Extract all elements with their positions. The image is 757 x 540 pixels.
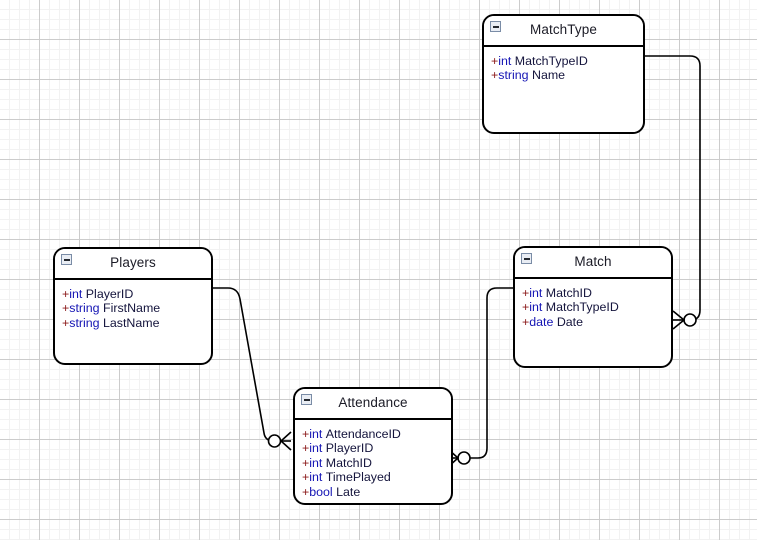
uml-class-header: MatchType — [484, 16, 643, 47]
zero-cardinality-circle — [457, 451, 471, 465]
attribute-type: bool — [309, 484, 333, 499]
uml-attribute: +int MatchTypeID — [491, 54, 643, 68]
attribute-type: int — [309, 455, 323, 470]
attribute-visibility: + — [302, 441, 310, 456]
attribute-name: MatchID — [545, 286, 592, 300]
uml-attribute: +int PlayerID — [302, 441, 451, 455]
attribute-type: string — [69, 301, 100, 316]
attribute-visibility: + — [522, 300, 530, 315]
uml-attribute-list: +int PlayerID +string FirstName +string … — [55, 280, 211, 330]
attribute-type: date — [529, 314, 554, 329]
attribute-name: MatchTypeID — [514, 54, 588, 68]
attribute-visibility: + — [302, 427, 310, 441]
attribute-name: Name — [532, 68, 566, 83]
uml-attribute: +int PlayerID — [62, 287, 211, 301]
uml-attribute-list: +int MatchID +int MatchTypeID +date Date — [515, 279, 671, 329]
attribute-name: PlayerID — [325, 441, 374, 456]
crowfoot-many — [279, 431, 292, 451]
uml-attribute-list: +int AttendanceID +int PlayerID +int Mat… — [295, 420, 451, 499]
crowfoot-many — [672, 310, 686, 330]
attribute-type: int — [309, 470, 323, 485]
uml-attribute-list: +int MatchTypeID +string Name — [484, 47, 643, 83]
attribute-type: int — [529, 300, 543, 315]
attribute-type: string — [69, 315, 100, 330]
attribute-name: TimePlayed — [325, 470, 391, 485]
attribute-type: int — [309, 441, 323, 456]
zero-cardinality-circle — [267, 434, 282, 448]
attribute-visibility: + — [302, 484, 310, 499]
attribute-name: PlayerID — [85, 287, 134, 301]
uml-attribute: +string FirstName — [62, 301, 211, 315]
attribute-name: LastName — [103, 315, 160, 330]
uml-class-players[interactable]: Players +int PlayerID +string FirstName … — [53, 247, 213, 365]
attribute-visibility: + — [522, 286, 530, 300]
uml-class-matchtype[interactable]: MatchType +int MatchTypeID +string Name — [482, 14, 645, 134]
attribute-visibility: + — [62, 301, 70, 316]
uml-attribute: +int MatchID — [302, 456, 451, 470]
uml-attribute: +int TimePlayed — [302, 470, 451, 484]
uml-attribute: +int MatchTypeID — [522, 300, 671, 314]
attribute-name: FirstName — [103, 301, 161, 316]
uml-class-title: Attendance — [338, 395, 408, 411]
relationship-match-attendance[interactable] — [447, 287, 513, 468]
uml-class-title: Players — [110, 255, 156, 271]
attribute-visibility: + — [62, 287, 70, 301]
uml-attribute: +date Date — [522, 315, 671, 329]
minus-box-icon[interactable] — [521, 253, 532, 264]
attribute-visibility: + — [62, 315, 70, 330]
uml-attribute: +string Name — [491, 68, 643, 82]
attribute-name: Date — [556, 314, 584, 329]
uml-attribute: +string LastName — [62, 316, 211, 330]
attribute-name: AttendanceID — [325, 427, 401, 441]
attribute-type: int — [309, 427, 323, 441]
attribute-type: int — [69, 287, 83, 301]
minus-box-icon[interactable] — [301, 394, 312, 405]
uml-class-header: Match — [515, 248, 671, 279]
attribute-visibility: + — [302, 455, 310, 470]
uml-class-title: MatchType — [530, 22, 597, 38]
minus-box-icon[interactable] — [490, 21, 501, 32]
uml-class-header: Attendance — [295, 389, 451, 420]
uml-class-title: Match — [574, 254, 612, 270]
attribute-name: MatchTypeID — [545, 300, 619, 315]
zero-cardinality-circle — [683, 313, 697, 327]
attribute-name: MatchID — [325, 455, 372, 470]
attribute-visibility: + — [522, 314, 530, 329]
uml-attribute: +int MatchID — [522, 286, 671, 300]
relationship-players-attendance[interactable] — [213, 287, 292, 451]
attribute-visibility: + — [302, 470, 310, 485]
minus-box-icon[interactable] — [61, 254, 72, 265]
uml-attribute: +bool Late — [302, 485, 451, 499]
uml-class-header: Players — [55, 249, 211, 280]
attribute-name: Late — [336, 484, 361, 499]
attribute-visibility: + — [491, 54, 499, 68]
attribute-type: string — [498, 68, 529, 83]
attribute-type: int — [498, 54, 512, 68]
uml-class-match[interactable]: Match +int MatchID +int MatchTypeID +dat… — [513, 246, 673, 368]
uml-attribute: +int AttendanceID — [302, 427, 451, 441]
attribute-type: int — [529, 286, 543, 300]
uml-class-attendance[interactable]: Attendance +int AttendanceID +int Player… — [293, 387, 453, 505]
attribute-visibility: + — [491, 68, 499, 83]
